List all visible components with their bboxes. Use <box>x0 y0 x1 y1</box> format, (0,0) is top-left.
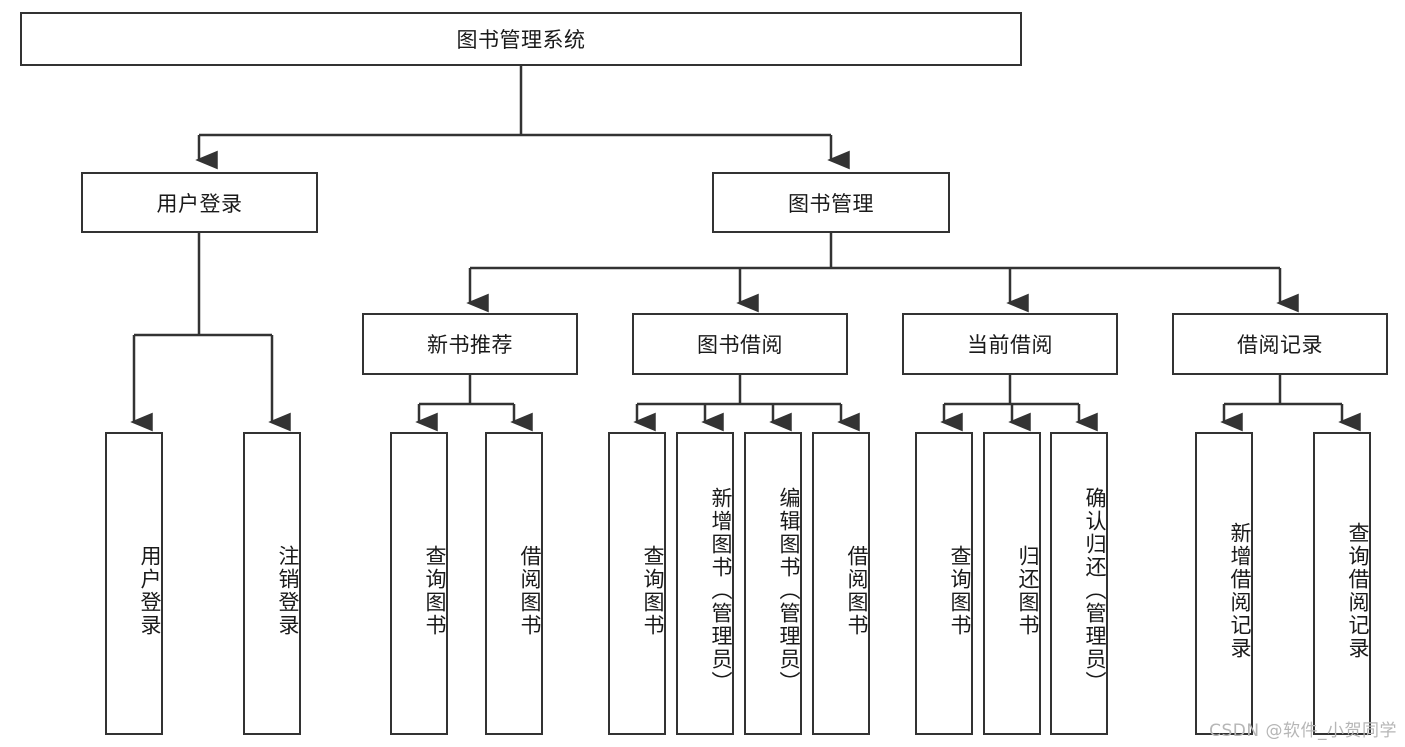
node-current-borrow[interactable]: 当前借阅 <box>902 313 1118 375</box>
node-book-manage[interactable]: 图书管理 <box>712 172 950 233</box>
leaf-label: 查询图书 <box>423 544 447 637</box>
leaf-new-book-recommend-2[interactable]: 借阅图书 <box>485 432 543 735</box>
node-root[interactable]: 图书管理系统 <box>20 12 1022 66</box>
leaf-book-borrow-2[interactable]: 新增图书（管理员） <box>676 432 734 735</box>
leaf-label: 查询借阅记录 <box>1346 521 1370 660</box>
leaf-current-borrow-3[interactable]: 确认归还（管理员） <box>1050 432 1108 735</box>
leaf-borrow-record-1[interactable]: 新增借阅记录 <box>1195 432 1253 735</box>
leaf-book-borrow-4[interactable]: 借阅图书 <box>812 432 870 735</box>
watermark: CSDN @软件_小贺同学 <box>1209 721 1397 741</box>
leaf-label: 确认归还（管理员） <box>1083 487 1107 694</box>
node-current-borrow-label: 当前借阅 <box>967 333 1053 357</box>
node-root-label: 图书管理系统 <box>456 28 586 52</box>
leaf-user-login-2[interactable]: 注销登录 <box>243 432 301 735</box>
node-new-book-recommend-label: 新书推荐 <box>427 333 513 357</box>
leaf-label: 归还图书 <box>1016 544 1040 637</box>
node-new-book-recommend[interactable]: 新书推荐 <box>362 313 578 375</box>
node-user-login-label: 用户登录 <box>156 191 243 216</box>
leaf-borrow-record-2[interactable]: 查询借阅记录 <box>1313 432 1371 735</box>
node-user-login[interactable]: 用户登录 <box>81 172 318 233</box>
leaf-label: 编辑图书（管理员） <box>777 487 801 694</box>
leaf-user-login-1[interactable]: 用户登录 <box>105 432 163 735</box>
leaf-label: 注销登录 <box>276 544 300 637</box>
leaf-label: 新增借阅记录 <box>1228 521 1252 660</box>
leaf-label: 查询图书 <box>641 544 665 637</box>
node-book-borrow[interactable]: 图书借阅 <box>632 313 848 375</box>
leaf-book-borrow-3[interactable]: 编辑图书（管理员） <box>744 432 802 735</box>
leaf-current-borrow-1[interactable]: 查询图书 <box>915 432 973 735</box>
leaf-label: 借阅图书 <box>845 544 869 637</box>
leaf-book-borrow-1[interactable]: 查询图书 <box>608 432 666 735</box>
node-book-manage-label: 图书管理 <box>788 191 874 216</box>
leaf-new-book-recommend-1[interactable]: 查询图书 <box>390 432 448 735</box>
leaf-label: 新增图书（管理员） <box>709 487 733 694</box>
node-borrow-record-label: 借阅记录 <box>1237 333 1323 357</box>
leaf-label: 用户登录 <box>138 544 162 637</box>
node-book-borrow-label: 图书借阅 <box>697 333 783 357</box>
node-borrow-record[interactable]: 借阅记录 <box>1172 313 1388 375</box>
leaf-label: 查询图书 <box>948 544 972 637</box>
leaf-current-borrow-2[interactable]: 归还图书 <box>983 432 1041 735</box>
leaf-label: 借阅图书 <box>518 544 542 637</box>
